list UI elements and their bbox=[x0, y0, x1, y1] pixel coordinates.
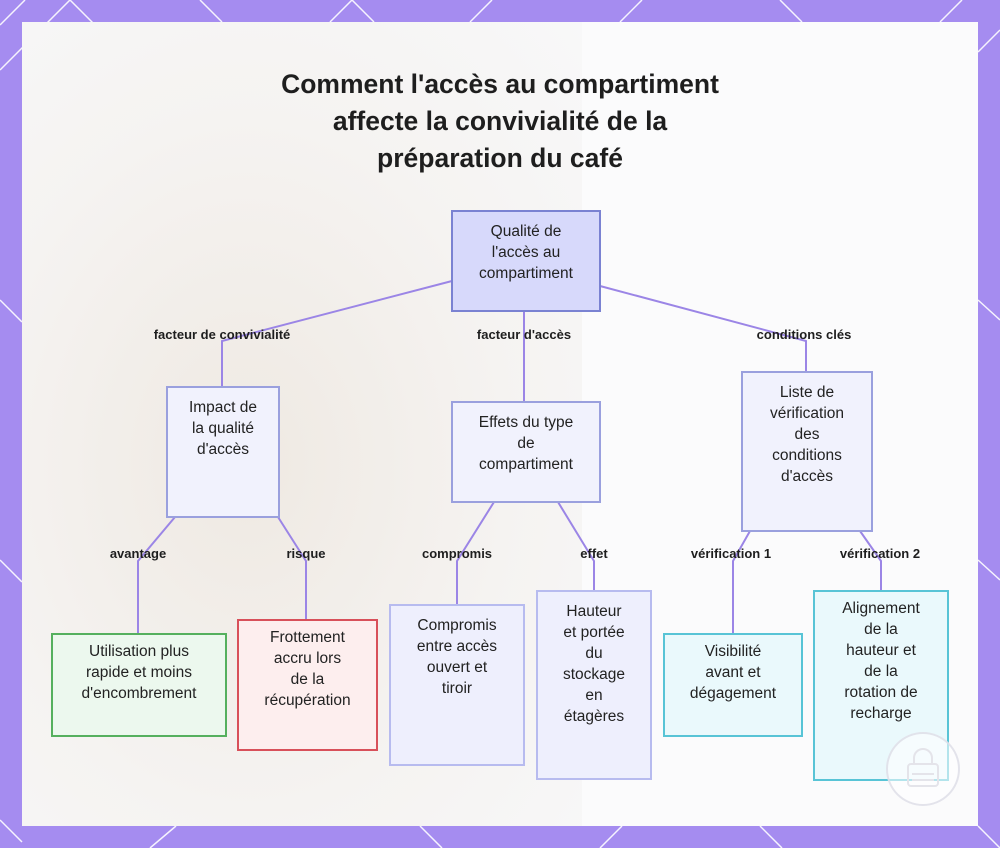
title-line: préparation du café bbox=[377, 143, 623, 173]
edge-label-effet: effet bbox=[580, 546, 608, 561]
node-text: conditions bbox=[772, 447, 842, 464]
node-root-quality: Qualité de l'accès au compartiment bbox=[451, 210, 601, 312]
bag-icon bbox=[907, 748, 939, 787]
node-text: Visibilité bbox=[704, 643, 762, 660]
node-text: ouvert et bbox=[426, 659, 488, 676]
node-impact: Impact de la qualité d'accès bbox=[166, 386, 280, 518]
node-text: du bbox=[585, 645, 603, 662]
node-text: tiroir bbox=[441, 680, 473, 697]
node-liste: Liste de vérification des conditions d'a… bbox=[741, 371, 873, 532]
title-line: Comment l'accès au compartiment bbox=[281, 69, 719, 99]
edge-label-compromis: compromis bbox=[421, 546, 493, 561]
node-text: de la bbox=[864, 621, 898, 638]
node-text: Effets du type bbox=[478, 414, 574, 431]
node-text: dégagement bbox=[689, 685, 777, 702]
node-text: Hauteur bbox=[566, 603, 622, 620]
node-text: la qualité bbox=[191, 420, 255, 437]
edge-root-impact bbox=[221, 280, 453, 386]
edge-label-facteur-convivialite: facteur de convivialité bbox=[153, 327, 291, 342]
node-text: Utilisation plus bbox=[89, 643, 189, 660]
edge-label-risque: risque bbox=[286, 546, 326, 561]
edge-impact-frottement bbox=[277, 516, 307, 619]
node-text: vérification bbox=[769, 405, 845, 422]
node-hauteur: Hauteur et portée du stockage en étagère… bbox=[536, 590, 652, 780]
node-text: et portée bbox=[563, 624, 625, 641]
edge-root-liste bbox=[599, 285, 807, 371]
node-text: en bbox=[585, 687, 603, 704]
node-text: Alignement bbox=[842, 600, 920, 617]
edge-effets-hauteur bbox=[557, 501, 595, 591]
node-text: recharge bbox=[850, 705, 912, 722]
node-text: compartiment bbox=[479, 456, 573, 473]
title-line: affecte la convivialité de la bbox=[332, 106, 668, 136]
node-text: de la bbox=[864, 663, 898, 680]
node-effets: Effets du type de compartiment bbox=[451, 401, 601, 503]
node-utilisation: Utilisation plus rapide et moins d'encom… bbox=[51, 633, 227, 737]
node-frottement: Frottement accru lors de la récupération bbox=[237, 619, 378, 751]
node-text: étagères bbox=[563, 708, 625, 725]
node-text: rapide et moins bbox=[86, 664, 192, 681]
diagram-title: Comment l'accès au compartiment affecte … bbox=[200, 66, 800, 177]
node-text: accru lors bbox=[273, 650, 342, 667]
edge-impact-utilisation bbox=[137, 516, 176, 633]
edge-liste-alignement bbox=[859, 530, 882, 590]
node-text: d'accès bbox=[780, 468, 834, 485]
node-text: d'accès bbox=[196, 441, 250, 458]
node-text: Impact de bbox=[188, 399, 258, 416]
edge-label-verification-2: vérification 2 bbox=[839, 546, 921, 561]
node-text: compartiment bbox=[479, 265, 573, 282]
edge-label-facteur-acces: facteur d'accès bbox=[476, 327, 572, 342]
node-text: avant et bbox=[705, 664, 761, 681]
edge-label-verification-1: vérification 1 bbox=[690, 546, 772, 561]
node-text: rotation de bbox=[844, 684, 918, 701]
node-text: stockage bbox=[562, 666, 626, 683]
node-text: de bbox=[517, 435, 535, 452]
node-text: hauteur et bbox=[846, 642, 916, 659]
node-visibilite: Visibilité avant et dégagement bbox=[663, 633, 803, 737]
node-text: d'encombrement bbox=[81, 685, 197, 702]
node-text: récupération bbox=[264, 692, 351, 709]
node-text: Frottement bbox=[270, 629, 345, 646]
edge-label-conditions-cles: conditions clés bbox=[756, 327, 852, 342]
edge-liste-visibilite bbox=[732, 530, 751, 633]
watermark-logo bbox=[886, 732, 960, 806]
edge-effets-compromis bbox=[456, 501, 495, 604]
node-text: entre accès bbox=[416, 638, 498, 655]
node-text: des bbox=[794, 426, 820, 443]
node-text: Liste de bbox=[779, 384, 835, 401]
edge-label-avantage: avantage bbox=[109, 546, 167, 561]
node-text: l'accès au bbox=[491, 244, 561, 261]
node-text: Qualité de bbox=[490, 223, 562, 240]
node-compromis: Compromis entre accès ouvert et tiroir bbox=[389, 604, 525, 766]
node-text: de la bbox=[290, 671, 325, 688]
node-text: Compromis bbox=[417, 617, 497, 634]
